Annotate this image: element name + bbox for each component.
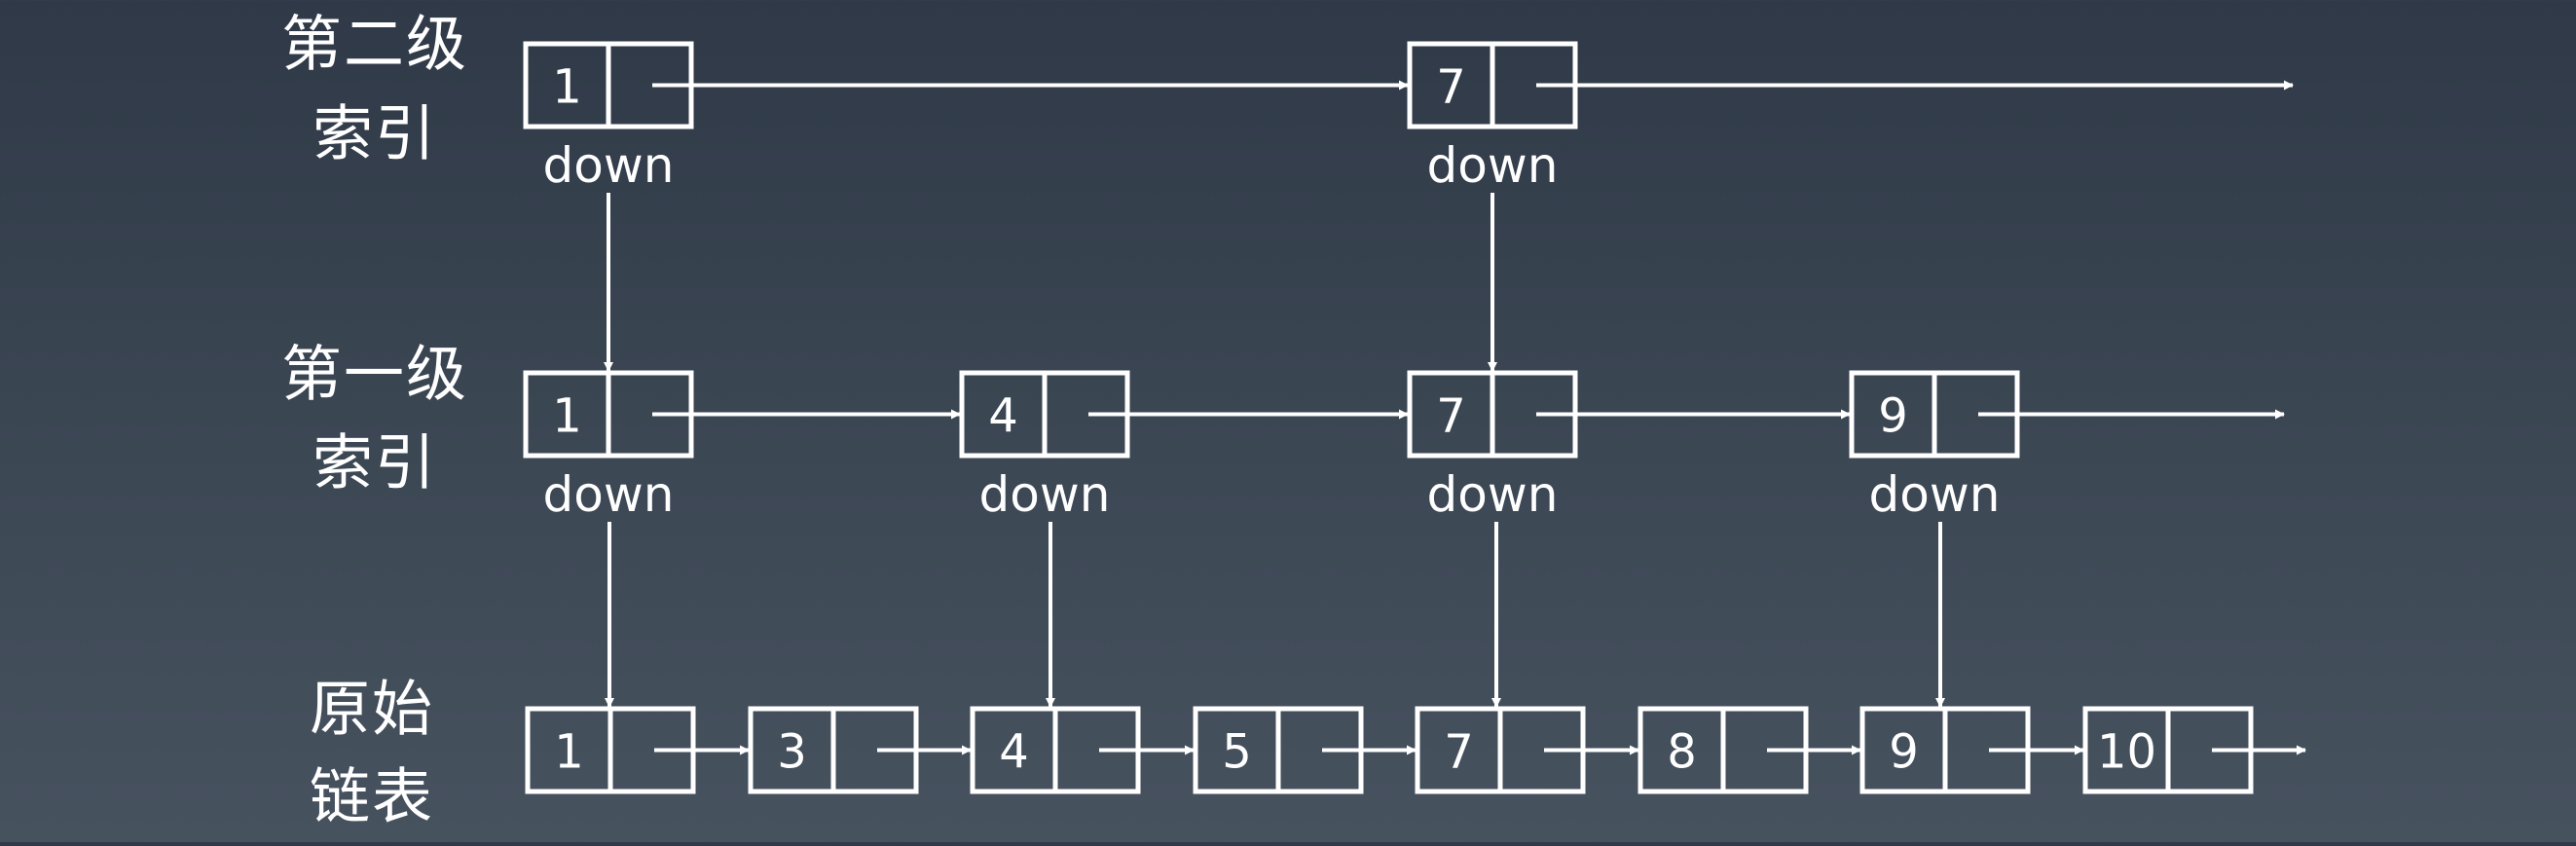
level-label-line: 链表	[310, 761, 434, 832]
down-label: down	[1869, 466, 2001, 523]
down-label: down	[543, 466, 675, 523]
list-node: 1 down	[523, 370, 694, 523]
links-layer	[604, 80, 2306, 755]
nodes-layer: 1 down 7 down 1 down 4 down 7 down 9 down 1 3 4 5 7 8 9 10	[523, 41, 2254, 794]
list-node: 9	[1859, 706, 2031, 794]
list-node: 9 down	[1849, 370, 2020, 523]
level-label-line: 第一级	[281, 339, 468, 410]
level-label-line: 第二级	[281, 9, 468, 80]
node-value: 5	[1222, 725, 1252, 780]
list-node: 4	[970, 706, 1141, 794]
down-label: down	[979, 466, 1111, 523]
list-node: 7 down	[1407, 370, 1578, 523]
node-value: 7	[1436, 389, 1466, 444]
list-node: 1 down	[523, 41, 694, 194]
node-value: 4	[988, 389, 1018, 444]
node-value: 9	[1878, 389, 1908, 444]
level-label-line: 索引	[313, 427, 437, 498]
level-label-line: 原始	[310, 674, 434, 745]
node-value: 7	[1436, 60, 1466, 115]
node-value: 1	[552, 389, 582, 444]
list-node: 7 down	[1407, 41, 1578, 194]
list-node: 8	[1638, 706, 1809, 794]
list-node: 4 down	[959, 370, 1130, 523]
node-value: 1	[554, 725, 584, 780]
level-label-line: 索引	[313, 98, 437, 169]
node-value: 8	[1667, 725, 1697, 780]
list-node: 10	[2082, 706, 2254, 794]
down-label: down	[1427, 466, 1559, 523]
node-value: 7	[1444, 725, 1474, 780]
down-label: down	[543, 137, 675, 194]
down-label: down	[1427, 137, 1559, 194]
list-node: 5	[1193, 706, 1364, 794]
list-node: 7	[1415, 706, 1586, 794]
node-value: 9	[1889, 725, 1919, 780]
node-value: 1	[552, 60, 582, 115]
node-value: 3	[777, 725, 807, 780]
list-node: 1	[525, 706, 696, 794]
list-node: 3	[748, 706, 919, 794]
node-value: 10	[2097, 725, 2156, 780]
node-value: 4	[999, 725, 1029, 780]
